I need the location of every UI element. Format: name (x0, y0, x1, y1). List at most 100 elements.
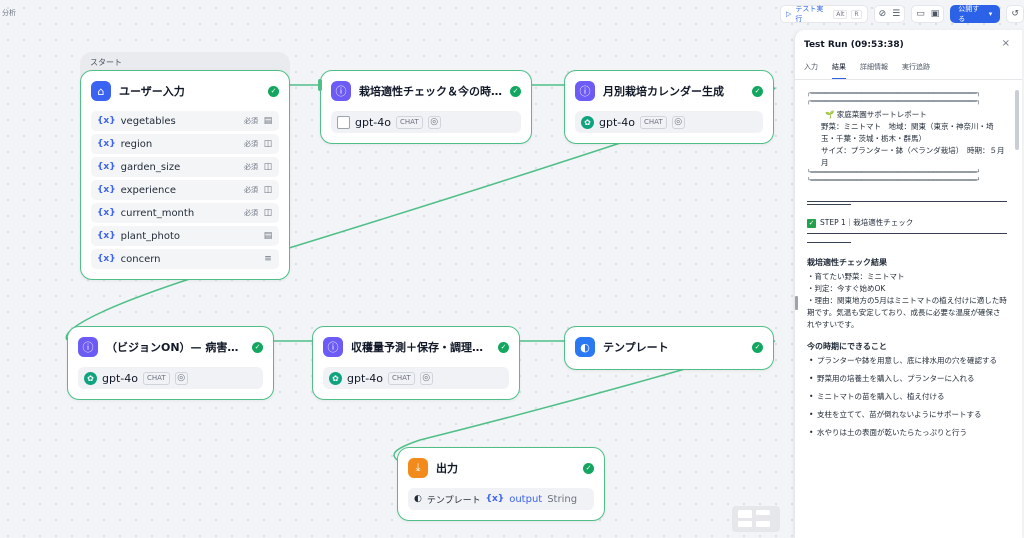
checklist-icon[interactable]: ☰ (892, 9, 901, 19)
field-type-icon: ◫ (263, 162, 273, 172)
variable-name: region (120, 138, 153, 150)
minimap[interactable] (732, 506, 780, 532)
layout-icon[interactable]: ▭ (916, 9, 925, 19)
tab-1[interactable]: 結果 (832, 62, 846, 80)
success-check-icon: ✓ (510, 85, 521, 97)
scrollbar[interactable] (1015, 90, 1019, 150)
required-label: 必須 (244, 117, 258, 125)
node-title: ユーザー入力 (119, 85, 185, 98)
node-suitability-check[interactable]: ⓘ 栽培適性チェック＆今の時期... ✓ gpt-4o CHAT ◎ (320, 70, 532, 144)
output-icon: ⤓ (408, 458, 428, 478)
result-line: ・育てたい野菜：ミニトマト (807, 272, 905, 281)
variable-row[interactable]: {x}plant_photo▤ (91, 226, 279, 246)
report-box-top: ┌═══════════════════════════════════════… (807, 90, 981, 97)
model-selector[interactable]: ✿ gpt-4o CHAT ◎ (575, 111, 763, 133)
template-icon: ◐ (575, 337, 595, 357)
home-icon: ⌂ (91, 81, 111, 101)
variable-row[interactable]: {x} concern ≡ (91, 249, 279, 269)
report-box-bottom: └═══════════════════════════════════════… (807, 169, 981, 176)
result-content: ┌═══════════════════════════════════════… (807, 90, 1007, 445)
success-check-icon: ✓ (752, 341, 763, 353)
node-title: 栽培適性チェック＆今の時期... (359, 85, 502, 98)
vision-icon: ◎ (427, 115, 441, 129)
openai-icon: ✿ (84, 371, 97, 385)
success-check-icon: ✓ (583, 462, 594, 474)
field-type-icon: ≡ (264, 254, 272, 264)
test-run-button[interactable]: ▷ テスト実行 Alt R (780, 5, 868, 23)
llm-icon: ⓘ (78, 337, 98, 357)
divider (807, 242, 851, 243)
node-title: 収穫量予測＋保存・調理レ... (351, 341, 490, 354)
node-calendar[interactable]: ⓘ 月別栽培カレンダー生成 ✓ ✿ gpt-4o CHAT ◎ (564, 70, 774, 144)
required-label: 必須 (244, 186, 258, 194)
panel-resize-handle[interactable] (795, 296, 798, 310)
result-line: ・判定：今すぐ始めOK (807, 284, 886, 293)
shortcut-key: Alt (833, 9, 848, 19)
node-vision-diagnosis[interactable]: ⓘ （ビジョンON）— 病害虫診... ✓ ✿ gpt-4o CHAT ◎ (67, 326, 274, 400)
output-var-name: output (509, 493, 543, 505)
chat-badge: CHAT (639, 115, 667, 129)
node-template[interactable]: ◐ テンプレート ✓ (564, 326, 774, 370)
close-icon[interactable]: × (1001, 38, 1010, 49)
env-icon[interactable]: ▣ (930, 9, 940, 19)
input-handle[interactable] (318, 79, 322, 91)
divider (795, 79, 1022, 80)
variable-icon: {x} (97, 139, 116, 149)
tab-0[interactable]: 入力 (804, 63, 818, 71)
output-variable-row[interactable]: ◐ テンプレート {x} output String (408, 488, 594, 510)
success-check-icon: ✓ (752, 85, 763, 97)
llm-icon: ⓘ (323, 337, 343, 357)
model-selector[interactable]: ✿ gpt-4o CHAT ◎ (78, 367, 263, 389)
test-run-panel: Test Run (09:53:38) × 入力 結果 詳細情報 実行追跡 ┌════… (794, 30, 1022, 538)
node-output[interactable]: ⤓ 出力 ✓ ◐ テンプレート {x} output String (397, 447, 605, 521)
variable-name: garden_size (120, 161, 181, 173)
list-item: 水やりは土の表面が乾いたらたっぷりと行う (807, 427, 1007, 439)
shortcut-key: R (851, 9, 862, 19)
list-item: プランターや鉢を用意し、底に排水用の穴を確認する (807, 355, 1007, 367)
list-item: ミニトマトの苗を購入し、植え付ける (807, 391, 1007, 403)
publish-button[interactable]: 公開する ▾ (950, 5, 1001, 23)
success-check-icon: ✓ (252, 341, 263, 353)
panel-tabs: 入力 結果 詳細情報 実行追跡 (804, 62, 930, 80)
variable-name: concern (120, 253, 161, 265)
list-item: 支柱を立てて、苗が倒れないようにサポートする (807, 409, 1007, 421)
chevron-down-icon: ▾ (988, 10, 993, 18)
field-type-icon: ▤ (263, 116, 273, 126)
required-label: 必須 (244, 209, 258, 217)
todo-heading: 今の時期にできること (807, 342, 887, 351)
node-title: 月別栽培カレンダー生成 (603, 85, 724, 98)
model-selector[interactable]: gpt-4o CHAT ◎ (331, 111, 521, 133)
variable-icon: {x} (97, 208, 116, 218)
play-icon: ▷ (786, 10, 792, 18)
variable-icon: {x} (485, 494, 505, 504)
chat-badge: CHAT (387, 371, 415, 385)
breadcrumb: 分析 (2, 9, 16, 17)
panel-title: Test Run (09:53:38) (804, 40, 904, 50)
node-yield-prediction[interactable]: ⓘ 収穫量予測＋保存・調理レ... ✓ ✿ gpt-4o CHAT ◎ (312, 326, 520, 400)
publish-label: 公開する (958, 5, 980, 23)
required-label: 必須 (244, 163, 258, 171)
tab-3[interactable]: 実行追跡 (902, 63, 930, 71)
variable-icon: {x} (97, 254, 116, 264)
variable-name: plant_photo (120, 230, 180, 242)
openai-icon: ✿ (329, 371, 342, 385)
gauge-icon[interactable]: ⊘ (878, 9, 887, 19)
list-item: 野菜用の培養土を購入し、プランターに入れる (807, 373, 1007, 385)
view-controls: ⊘ ☰ (873, 5, 906, 23)
chat-badge: CHAT (395, 115, 423, 129)
report-heading: 🌱 家庭菜園サポートレポート (825, 110, 927, 119)
vision-icon: ◎ (174, 371, 188, 385)
todo-list: プランターや鉢を用意し、底に排水用の穴を確認する野菜用の培養土を購入し、プランタ… (807, 355, 1007, 439)
tab-2[interactable]: 詳細情報 (860, 63, 888, 71)
report-box-top: ┌═══════════════════════════════════════… (807, 98, 981, 105)
history-icon[interactable]: ↺ (1006, 5, 1024, 23)
success-check-icon: ✓ (498, 341, 509, 353)
model-selector[interactable]: ✿ gpt-4o CHAT ◎ (323, 367, 509, 389)
